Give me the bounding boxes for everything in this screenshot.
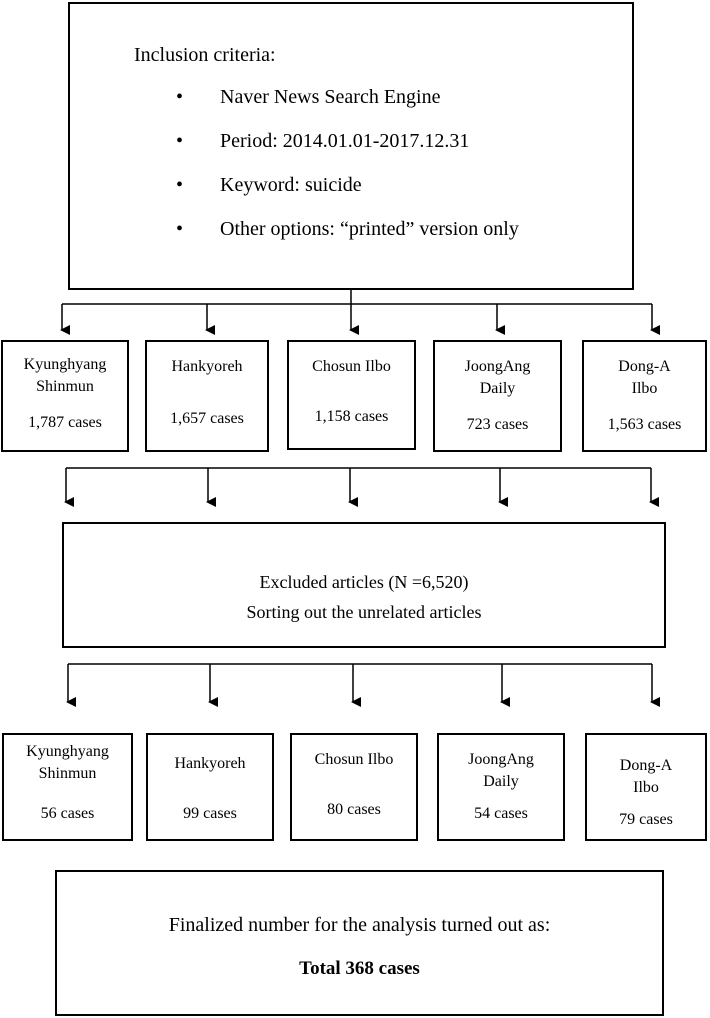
criteria-item-text: Naver News Search Engine <box>220 86 441 108</box>
newspaper-name: Hankyoreh <box>174 755 246 772</box>
newspaper-box-joongang-final: JoongAng Daily 54 cases <box>437 733 565 841</box>
case-count: 80 cases <box>327 801 381 818</box>
bullet-icon: • <box>176 86 184 108</box>
newspaper-box-chosun-final: Chosun Ilbo 80 cases <box>290 733 418 841</box>
total-cases: Total 368 cases <box>299 958 420 979</box>
case-count: 1,787 cases <box>28 414 102 431</box>
exclusion-box: Excluded articles (N =6,520) Sorting out… <box>62 522 666 648</box>
newspaper-name: Chosun Ilbo <box>312 358 391 375</box>
case-count: 1,158 cases <box>314 408 389 425</box>
newspaper-name: JoongAng Daily <box>468 751 534 790</box>
case-count: 79 cases <box>619 811 673 828</box>
newspaper-box-hankyoreh-initial: Hankyoreh 1,657 cases <box>145 340 269 452</box>
bullet-icon: • <box>176 218 184 240</box>
newspaper-name: Hankyoreh <box>171 358 243 375</box>
excluded-articles-label: Excluded articles (N =6,520) <box>259 572 469 592</box>
criteria-item-text: Keyword: suicide <box>220 174 362 196</box>
newspaper-name: Kyunghyang Shinmun <box>23 356 107 395</box>
case-count: 56 cases <box>40 805 95 822</box>
bullet-icon: • <box>176 174 184 196</box>
newspaper-name: Kyunghyang Shinmun <box>26 743 109 782</box>
inclusion-criteria-box: Inclusion criteria: • Naver News Search … <box>68 2 634 290</box>
criteria-item-text: Period: 2014.01.01-2017.12.31 <box>220 130 470 152</box>
newspaper-name: Chosun Ilbo <box>314 751 394 768</box>
newspaper-name: JoongAng Daily <box>464 358 531 397</box>
newspaper-name: Dong-A Ilbo <box>618 358 671 397</box>
criteria-item-text: Other options: “printed” version only <box>220 218 519 240</box>
newspaper-box-hankyoreh-final: Hankyoreh 99 cases <box>146 733 274 841</box>
case-count: 1,657 cases <box>170 410 244 427</box>
newspaper-box-kyunghyang-final: Kyunghyang Shinmun 56 cases <box>2 733 133 841</box>
inclusion-criteria-title: Inclusion criteria: <box>134 44 276 66</box>
newspaper-box-kyunghyang-initial: Kyunghyang Shinmun 1,787 cases <box>1 340 129 452</box>
newspaper-name: Dong-A Ilbo <box>619 757 673 796</box>
final-total-box: Finalized number for the analysis turned… <box>55 870 664 1016</box>
sorting-description: Sorting out the unrelated articles <box>246 602 482 622</box>
case-count: 54 cases <box>474 805 528 822</box>
case-count: 99 cases <box>183 805 237 822</box>
newspaper-box-donga-initial: Dong-A Ilbo 1,563 cases <box>582 340 707 452</box>
case-count: 1,563 cases <box>607 416 682 433</box>
newspaper-box-chosun-initial: Chosun Ilbo 1,158 cases <box>287 340 416 450</box>
case-count: 723 cases <box>466 416 529 433</box>
bullet-icon: • <box>176 130 184 152</box>
finalized-number-label: Finalized number for the analysis turned… <box>168 914 551 936</box>
newspaper-box-donga-final: Dong-A Ilbo 79 cases <box>585 733 707 841</box>
newspaper-box-joongang-initial: JoongAng Daily 723 cases <box>433 340 562 452</box>
